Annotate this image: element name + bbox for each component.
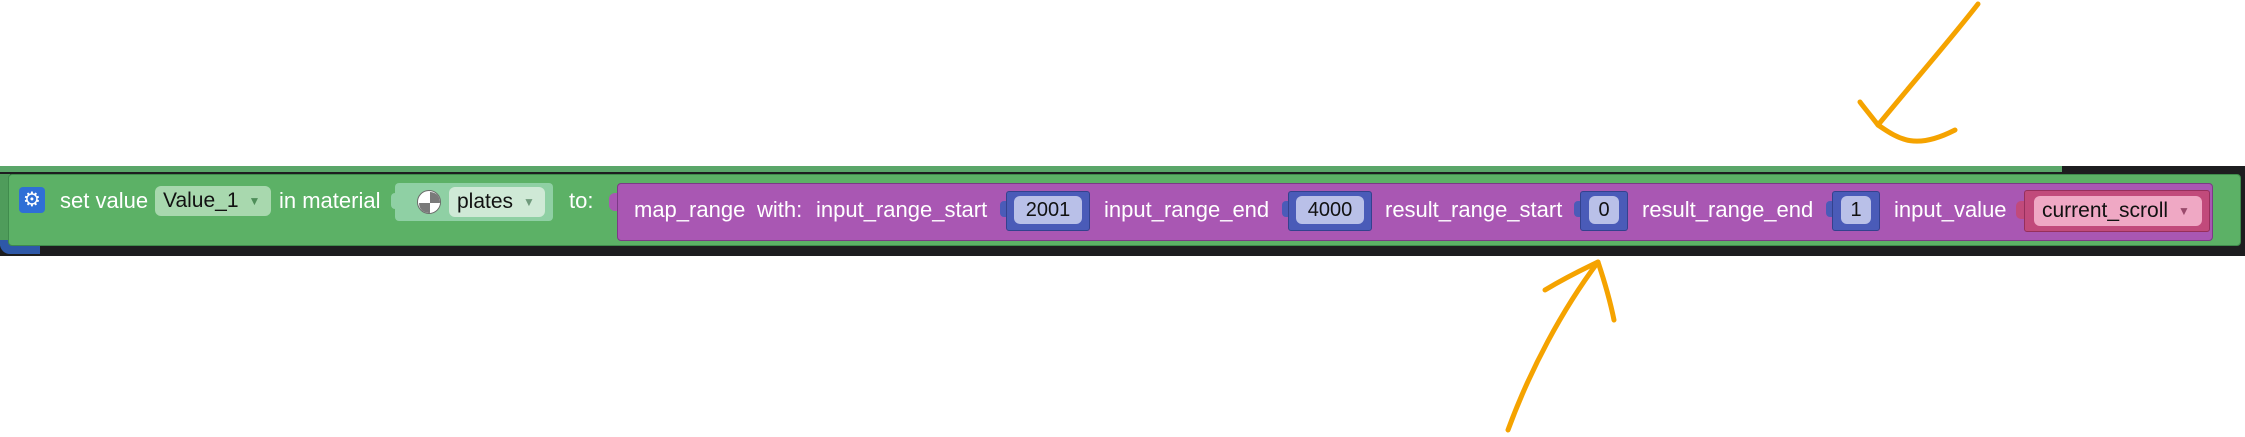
result-range-start-notch — [1574, 201, 1582, 217]
block-top-strip — [0, 166, 2062, 172]
caret-down-icon: ▼ — [248, 194, 261, 208]
annotation-arrow-top-icon — [1857, 1, 1981, 144]
input-value-dropdown[interactable]: current_scroll ▼ — [2034, 196, 2202, 226]
block-left-edge — [0, 174, 10, 252]
set-value-label: set value — [60, 188, 149, 213]
value-name-text: Value_1 — [163, 189, 239, 212]
material-sphere-icon — [417, 190, 441, 214]
material-name-text: plates — [457, 190, 514, 213]
result-range-end-field[interactable]: 1 — [1841, 196, 1871, 224]
input-value-notch — [2016, 201, 2026, 219]
with-label: with: — [757, 197, 803, 222]
caret-down-icon: ▼ — [523, 195, 535, 209]
input-range-end-label: input_range_end — [1104, 197, 1270, 222]
input-range-start-label: input_range_start — [816, 197, 988, 222]
caret-down-icon: ▼ — [2178, 204, 2190, 218]
gear-icon[interactable]: ⚙ — [19, 187, 45, 213]
result-range-end-notch — [1826, 201, 1834, 217]
input-value-label: input_value — [1894, 197, 2007, 222]
input-range-end-field[interactable]: 4000 — [1296, 196, 1364, 224]
value-name-dropdown[interactable]: Value_1 ▼ — [155, 186, 271, 216]
input-value-text: current_scroll — [2042, 199, 2169, 222]
result-range-end-label: result_range_end — [1642, 197, 1814, 222]
input-range-start-field[interactable]: 2001 — [1014, 196, 1082, 224]
to-label: to: — [569, 188, 594, 213]
input-range-end-notch — [1282, 201, 1290, 217]
in-material-label: in material — [279, 188, 381, 213]
result-range-start-field[interactable]: 0 — [1589, 196, 1619, 224]
input-range-start-notch — [1000, 201, 1008, 217]
result-range-start-label: result_range_start — [1385, 197, 1563, 222]
annotation-arrow-bottom-icon — [1505, 259, 1617, 433]
map-range-name: map_range — [634, 197, 746, 222]
map-range-block[interactable] — [617, 183, 2213, 241]
material-name-dropdown[interactable]: plates ▼ — [449, 187, 545, 217]
